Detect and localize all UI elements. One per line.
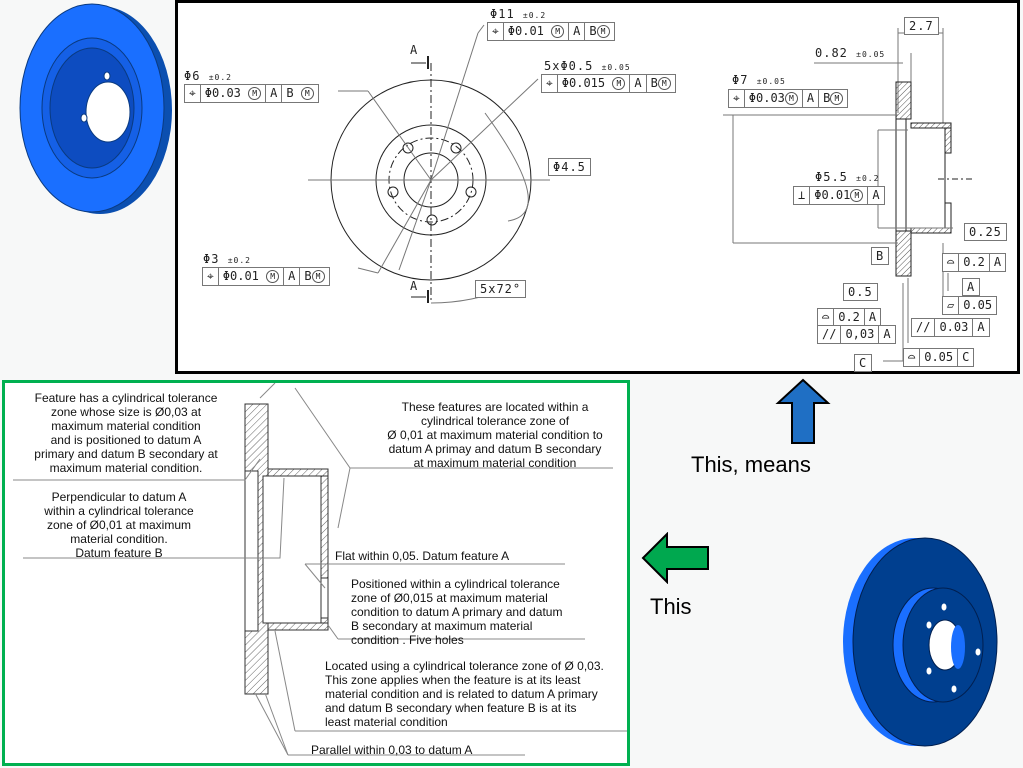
brake-disc-3d-view-back — [19, 3, 172, 214]
parallelism-icon: // — [912, 319, 936, 336]
note-flatness-datum-a: Flat within 0,05. Datum feature A — [335, 549, 510, 563]
hole6-size-label: Φ6 ±0.2 — [184, 69, 232, 83]
flange-thickness-label: 0.82 ±0.05 — [815, 46, 886, 60]
caption-this: This — [650, 594, 692, 619]
up-arrow-icon — [775, 378, 831, 444]
flatness-frame: ▱ 0.05 — [942, 296, 998, 315]
mmc-icon: M — [657, 77, 671, 90]
profile-02-right-frame: ⌓ 0.2 A — [942, 253, 1007, 272]
position-icon: ⌖ — [185, 85, 201, 102]
overall-width-label: 2.7 — [904, 17, 939, 35]
parallelism-icon: // — [818, 326, 842, 343]
section-label-a-bottom: A — [410, 279, 419, 293]
mmc-icon: M — [596, 25, 610, 38]
datum-b-label: B — [871, 247, 890, 265]
mmc-icon: M — [551, 25, 565, 38]
datum-a-label: A — [962, 278, 981, 296]
angular-spacing-label: 5x72° — [475, 280, 527, 298]
mmc-icon: M — [300, 87, 314, 100]
mmc-icon: M — [784, 92, 798, 105]
position-icon: ⌖ — [488, 23, 504, 40]
dim-025-label: 0.25 — [964, 223, 1007, 241]
perpendicularity-icon: ⊥ — [794, 187, 811, 204]
profile-surface-icon: ⌓ — [904, 349, 921, 366]
position-icon: ⌖ — [542, 75, 558, 92]
position-icon: ⌖ — [203, 268, 219, 285]
hole3-size-label: Φ3 ±0.2 — [203, 252, 251, 266]
left-arrow-icon — [641, 532, 709, 584]
datum-c-label: C — [854, 354, 873, 372]
note-five-holes: Positioned within a cylindrical toleranc… — [351, 577, 563, 647]
five-holes-size-label: 5xΦ0.5 ±0.05 — [544, 59, 631, 73]
mmc-icon: M — [266, 270, 280, 283]
parallelism-mid-frame: // 0.03 A — [911, 318, 990, 337]
brake-disc-3d-view-front — [843, 537, 998, 747]
dia7-size-label: Φ7 ±0.05 — [732, 73, 786, 87]
pitch-circle-diameter-label: Φ4.5 — [548, 158, 591, 176]
caption-this-means: This, means — [691, 452, 811, 477]
profile-005-frame: ⌓ 0.05 C — [903, 348, 975, 367]
dim-05-label: 0.5 — [843, 283, 878, 301]
flatness-icon: ▱ — [943, 297, 960, 314]
note-least-material: Located using a cylindrical tolerance zo… — [325, 659, 604, 729]
section-label-a-top: A — [410, 43, 419, 57]
position-icon: ⌖ — [729, 90, 745, 107]
hole11-size-label: Φ11 ±0.2 — [490, 7, 547, 21]
mmc-icon: M — [248, 87, 262, 100]
section-view-linework — [13, 383, 627, 756]
mmc-icon: M — [612, 77, 626, 90]
dia55-size-label: Φ5.5 ±0.2 — [815, 170, 880, 184]
drawing-linework — [308, 24, 973, 362]
profile-02-left-frame: ⌓ 0.2 A — [817, 308, 882, 327]
note-parallel-datum-a: Parallel within 0,03 to datum A — [311, 743, 473, 757]
hole6-feature-control-frame: ⌖ Φ0.03 M A B M — [184, 84, 319, 103]
mmc-icon: M — [311, 270, 325, 283]
profile-surface-icon: ⌓ — [818, 309, 835, 326]
mmc-icon: M — [830, 92, 844, 105]
profile-surface-icon: ⌓ — [943, 254, 960, 271]
mmc-icon: M — [850, 189, 864, 202]
parallelism-left-frame: // 0,03 A — [817, 325, 896, 344]
